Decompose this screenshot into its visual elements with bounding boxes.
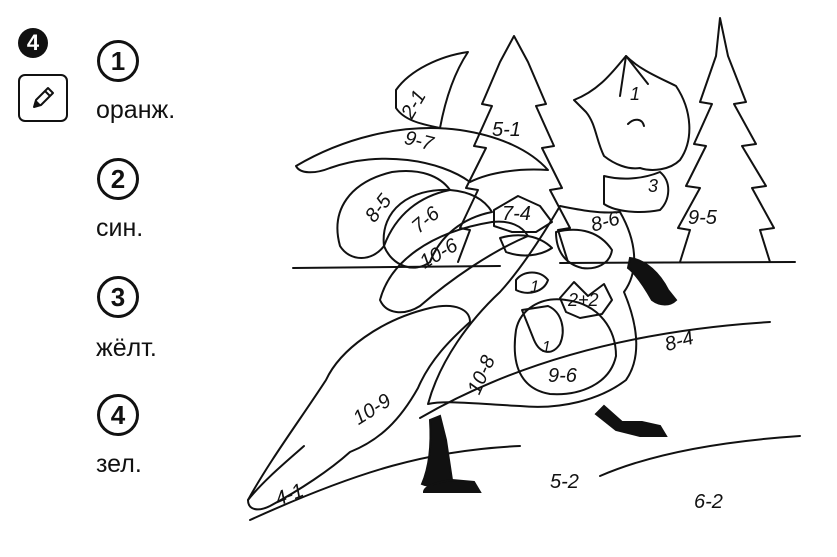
- region-label: 7-4: [502, 203, 531, 225]
- legend-number-4: 4: [97, 394, 139, 436]
- bow: [493, 195, 553, 233]
- legend-label-blue: син.: [96, 214, 144, 242]
- fox-collar: [603, 171, 670, 213]
- region-label: 4-1: [272, 480, 307, 511]
- region-label: 9-5: [688, 207, 718, 229]
- region-label: 5-2: [550, 471, 579, 493]
- region-label: 7-6: [408, 202, 445, 238]
- region-label: 10-9: [349, 390, 395, 430]
- horizon-line: [292, 261, 796, 269]
- tail-fan-2: [382, 188, 493, 269]
- tail-tip: [395, 51, 469, 129]
- region-label: 9-7: [402, 127, 436, 156]
- region-label: 1: [530, 277, 539, 296]
- bird: [521, 305, 564, 353]
- fox-arm: [555, 228, 613, 270]
- region-label: 8-5: [361, 190, 397, 227]
- tree-right: [677, 17, 775, 263]
- legend-number-1: 1: [97, 40, 139, 82]
- legend-number-2: 2: [97, 158, 139, 200]
- tail-lower: [247, 304, 471, 511]
- fox-boot-right: [626, 256, 678, 306]
- fox-apron: [513, 298, 617, 396]
- fox-boot-left: [422, 478, 482, 493]
- pencil-icon: [18, 74, 68, 122]
- task-number-badge: 4: [18, 28, 48, 58]
- fox-head: [573, 55, 691, 171]
- bird-shape: [515, 271, 549, 294]
- tree-left: [457, 35, 571, 263]
- fox-dress: [427, 205, 638, 408]
- legend-label-yellow: жёлт.: [96, 334, 157, 362]
- region-label: 3: [648, 176, 658, 196]
- region-label: 6-2: [694, 491, 723, 513]
- region-label: 1: [630, 84, 640, 104]
- fox-leg-left: [420, 414, 454, 488]
- star-shape: [559, 281, 613, 319]
- fox-hand: [499, 234, 553, 257]
- fox-eye: [627, 118, 645, 127]
- fox-ear: [619, 55, 649, 97]
- tail-upper: [295, 127, 549, 183]
- legend-number-3: 3: [97, 276, 139, 318]
- snow-slope: [249, 321, 801, 521]
- region-label: 2-1: [397, 87, 431, 124]
- region-label: 1: [542, 339, 551, 356]
- region-label: 2+2: [567, 290, 599, 310]
- region-label: 9-6: [548, 365, 578, 387]
- region-label: 5-1: [492, 119, 521, 141]
- legend-label-orange: оранж.: [96, 96, 176, 124]
- region-label: 10-8: [464, 352, 500, 398]
- tail-lower-tip: [247, 445, 305, 501]
- legend-label-green: зел.: [96, 450, 142, 478]
- region-label: 8-4: [662, 327, 696, 356]
- fox-leg-right: [594, 404, 668, 437]
